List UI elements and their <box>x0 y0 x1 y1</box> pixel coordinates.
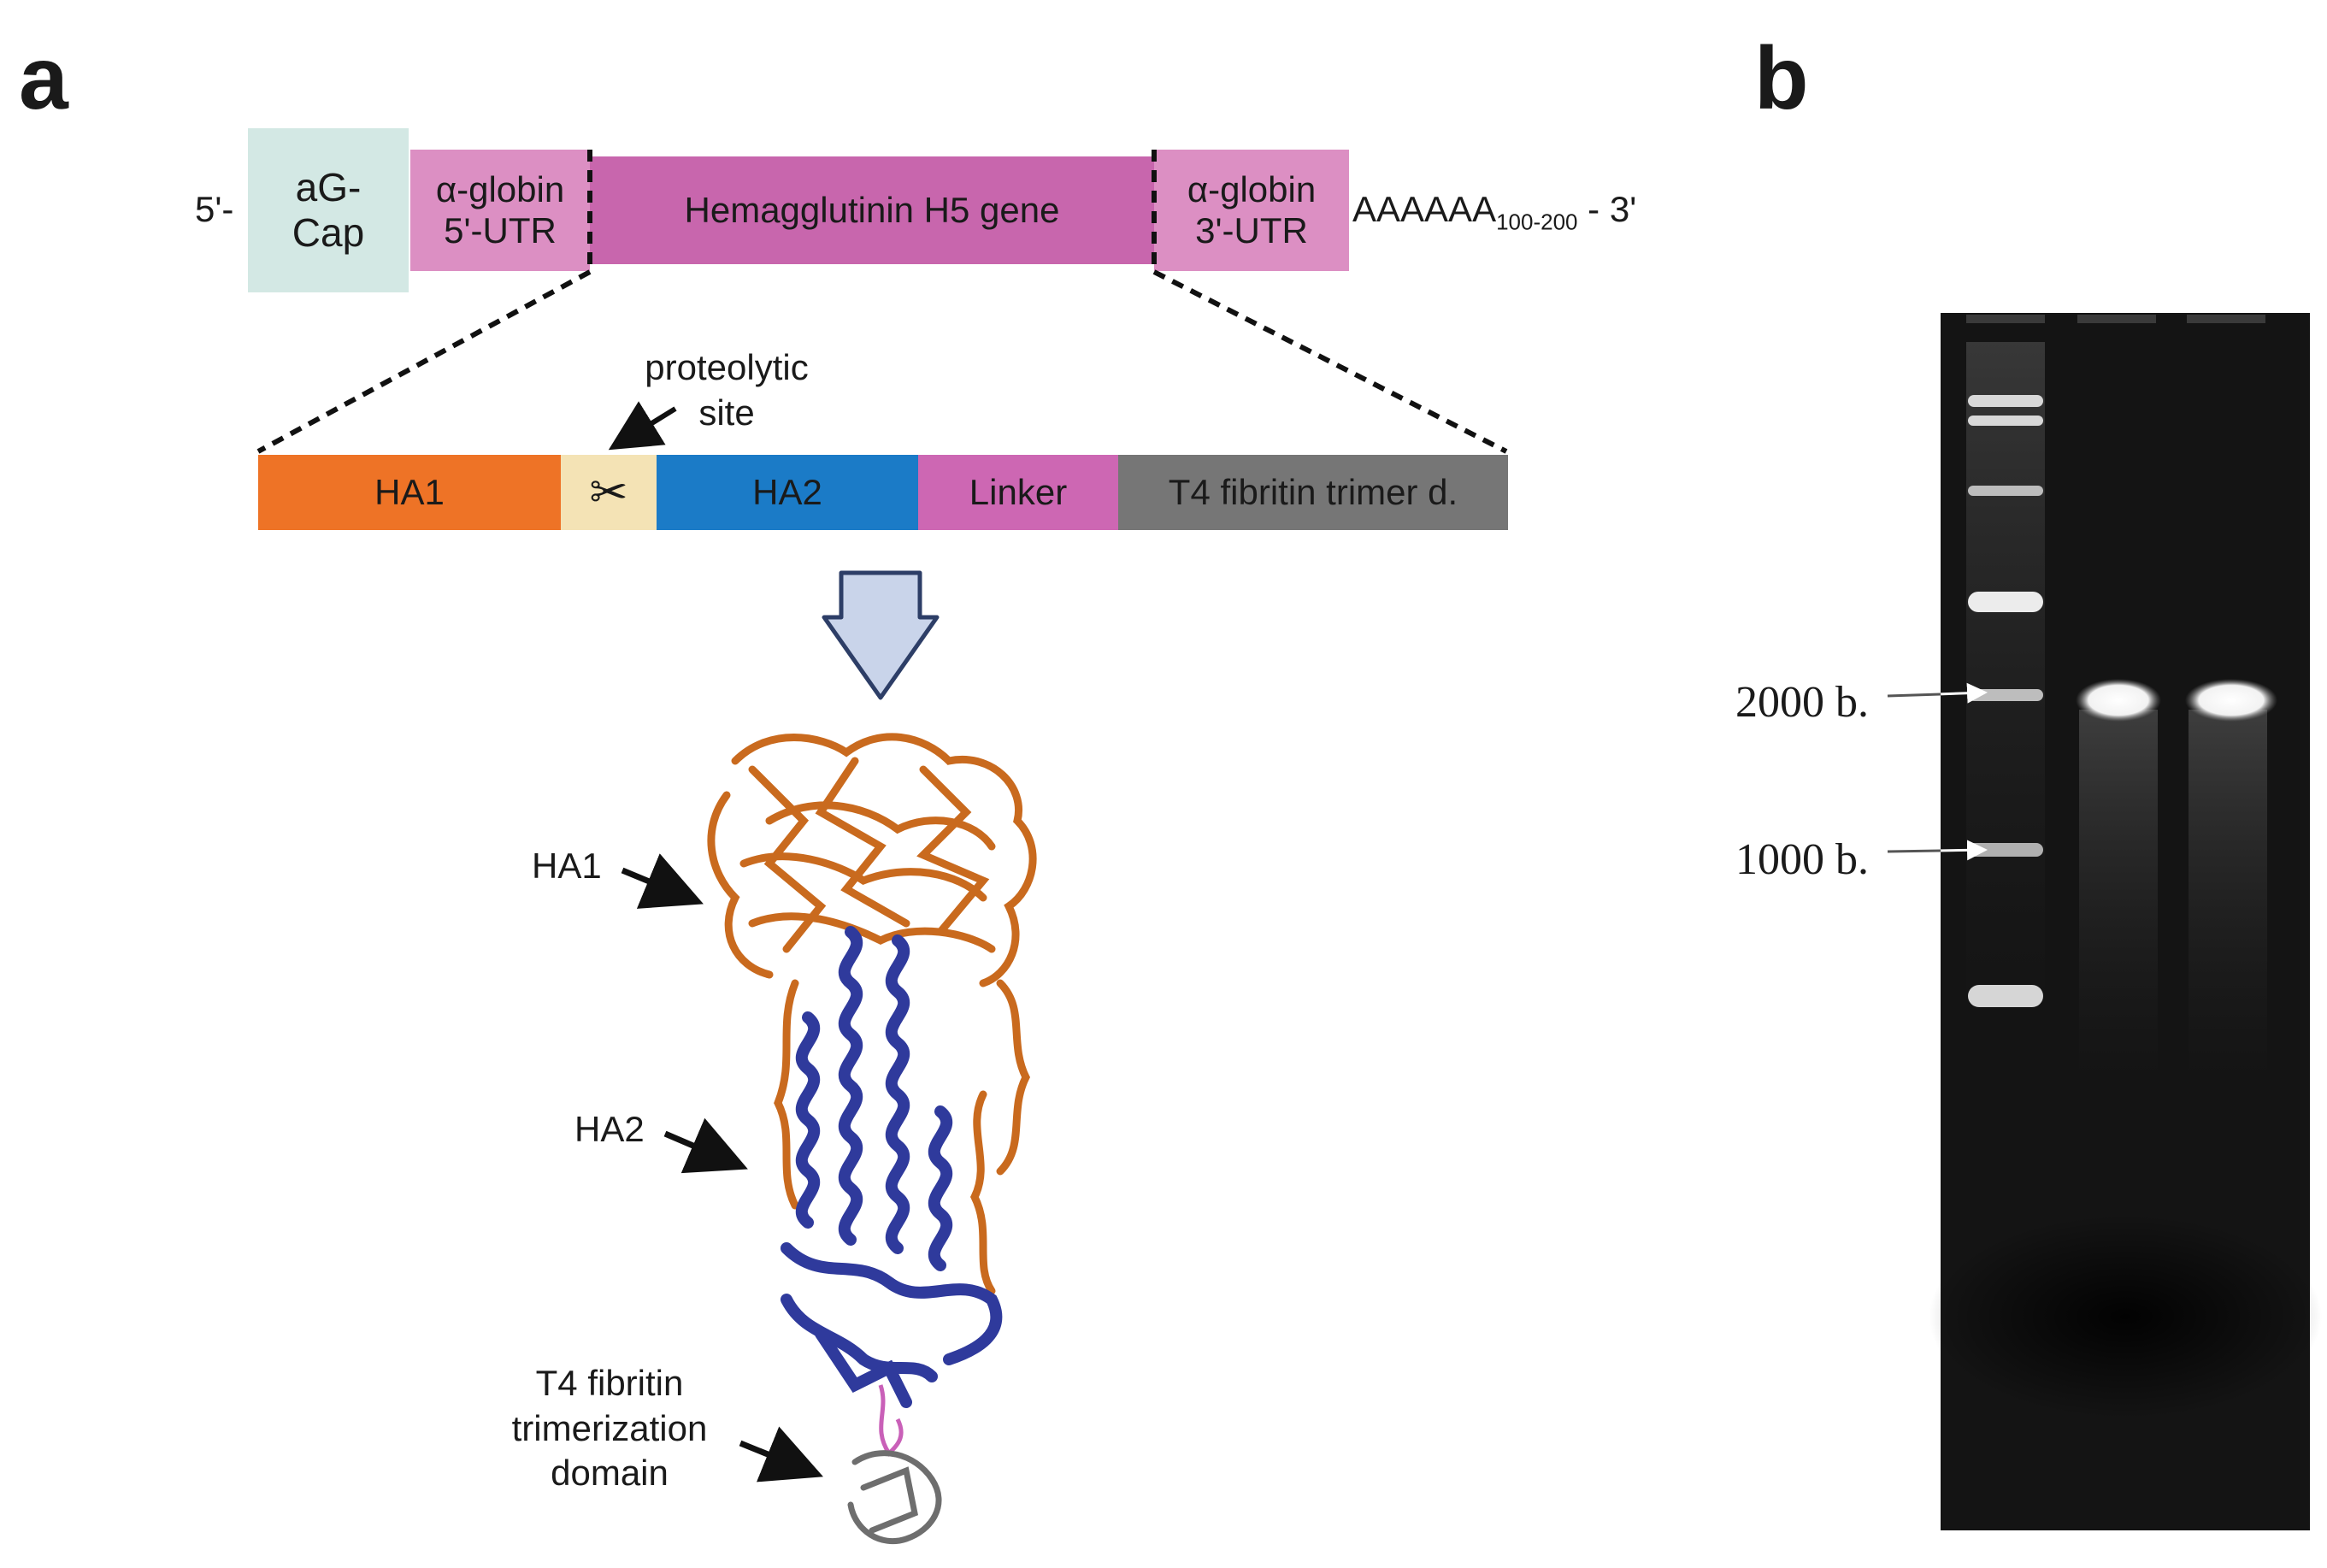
three-prime-label: - 3' <box>1577 189 1637 229</box>
marker-2000-label: 2000 b. <box>1735 678 1869 727</box>
t4-segment-label: T4 fibritin trimer d. <box>1168 471 1458 512</box>
utr5-segment: α-globin 5'-UTR <box>410 150 590 271</box>
panel-label-b: b <box>1754 29 1809 128</box>
panel-label-a: a <box>19 29 68 128</box>
ha2-segment: HA2 <box>657 455 918 530</box>
structure-ha1-arrow <box>621 853 704 909</box>
polya-tail: AAAAAA100-200 - 3' <box>1352 189 1637 235</box>
utr3-label-line2: 3'-UTR <box>1195 210 1308 251</box>
ha1-head-orange <box>707 733 1037 1295</box>
five-prime-label: 5'- <box>195 189 234 229</box>
structure-ha2-arrow <box>663 1117 748 1174</box>
structure-ha1-label: HA1 <box>532 846 602 886</box>
cap-label-line1: aG- <box>295 165 362 210</box>
proteolytic-site-label: proteolytic site <box>631 345 822 435</box>
ha1-segment: HA1 <box>258 455 561 530</box>
sample-band-2 <box>2185 679 2277 722</box>
polya-subscript: 100-200 <box>1496 209 1578 235</box>
structure-ha2-label: HA2 <box>574 1109 645 1149</box>
scissors-icon: ✂ <box>589 466 628 518</box>
proteolytic-site-line1: proteolytic <box>645 347 809 387</box>
zoom-dashed-lines <box>256 150 1508 454</box>
proteolytic-site-line2: site <box>698 392 755 433</box>
structure-t4-line1: T4 fibritin <box>535 1363 684 1403</box>
structure-t4-label: T4 fibritin trimerization domain <box>486 1361 733 1496</box>
polya-label: AAAAAA <box>1352 189 1497 229</box>
sample-band-1 <box>2076 679 2161 722</box>
ha2-segment-label: HA2 <box>752 471 822 512</box>
proteolytic-site-arrow <box>608 401 677 451</box>
structure-t4-arrow <box>739 1426 823 1483</box>
utr5-label-line2: 5'-UTR <box>444 210 557 251</box>
gene-segment: Hemagglutinin H5 gene <box>590 156 1154 264</box>
protein-structure <box>707 733 1037 1545</box>
structure-t4-line3: domain <box>551 1453 669 1493</box>
structure-t4-line2: trimerization <box>511 1407 708 1448</box>
cap-label-line2: Cap <box>292 210 365 255</box>
cap-segment: aG- Cap <box>248 128 409 292</box>
utr3-label-line1: α-globin <box>1187 168 1317 209</box>
ha2-stalk-blue <box>781 926 1003 1408</box>
marker-1000-label: 1000 b. <box>1735 835 1869 884</box>
linker-segment-label: Linker <box>969 471 1068 512</box>
t4-segment: T4 fibritin trimer d. <box>1118 455 1508 530</box>
gene-label: Hemagglutinin H5 gene <box>684 189 1060 230</box>
ha1-segment-label: HA1 <box>374 471 445 512</box>
t4-domain-grey <box>847 1450 942 1545</box>
utr3-segment: α-globin 3'-UTR <box>1154 150 1349 271</box>
gel-image <box>1929 313 2322 1530</box>
linker-segment: Linker <box>918 455 1118 530</box>
proteolytic-site-segment: ✂ <box>561 455 657 530</box>
utr5-label-line1: α-globin <box>435 168 565 209</box>
down-arrow-icon <box>822 570 940 700</box>
